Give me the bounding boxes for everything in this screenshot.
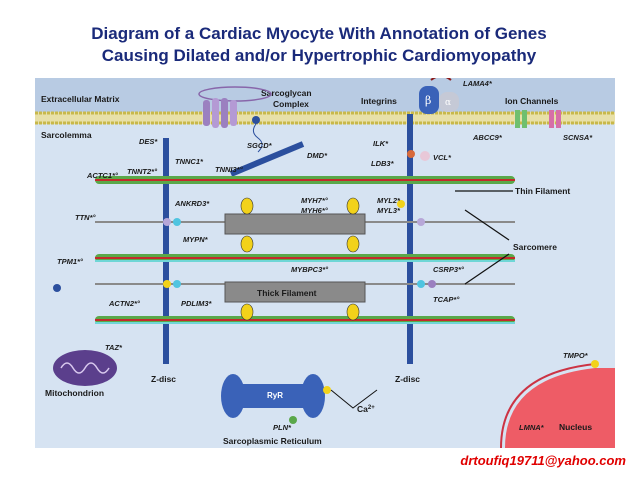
dystrophin-link [252,123,263,153]
sarcomere-label: Sarcomere [513,242,557,252]
gene-label-tnnt2: TNNT2*° [127,167,158,176]
gene-label-mybpc3: MYBPC3*° [291,265,329,274]
gene-label-des: DES* [139,137,158,146]
sarcoglycan-complex [198,86,272,128]
complex-label: Complex [273,99,309,109]
gene-label-actc1: ACTC1*° [86,171,119,180]
sarcomere-arrow-up [464,209,510,241]
ca2-arrow [330,389,378,409]
sarcoplasmic-reticulum-shape: RyR [221,374,331,424]
gene-label-tmpo: TMPO* [563,351,589,360]
gene-label-myh7: MYH7*° [301,196,329,205]
gene-label-tpm1: TPM1*° [57,257,84,266]
gene-label-ankrd3: ANKRD3* [174,199,210,208]
thick-filament-lower [224,281,366,303]
sarcolemma-label: Sarcolemma [41,130,92,140]
beta-subunit-label: β [425,94,431,107]
gene-label-csrp3: CSRP3*° [433,265,465,274]
gene-label-abcc9: ABCC9* [472,133,503,142]
gene-label-dmd: DMD* [307,151,328,160]
gene-label-ldb3: LDB3* [371,159,395,168]
extracellular-matrix-label: Extracellular Matrix [41,94,120,104]
gene-label-tnnc1: TNNC1* [175,157,204,166]
nucleus-shape [505,368,615,448]
ion-channels-label: Ion Channels [505,96,559,106]
ca2-superscript: 2+ [368,405,375,411]
nuclear-envelope [500,363,596,448]
gene-label-tnni3: TNNI3*° [215,165,244,174]
sarcomere-arrow-down [464,253,510,285]
dystrophin-bar [229,141,305,177]
ca2-label: Ca2+ [357,404,375,414]
gene-label-pln: PLN* [273,423,292,432]
gene-label-lama4: LAMA4* [463,79,493,88]
mitochondrion-label: Mitochondrion [45,388,104,398]
integrins-label: Integrins [361,96,397,106]
protein-dots [53,150,436,292]
gene-label-myh6: MYH6*° [301,206,329,215]
watermark-email: drtoufiq19711@yahoo.com [460,453,626,468]
gene-label-tcap: TCAP*° [433,295,460,304]
thin-filaments [95,176,515,324]
integrin-complex: β α [419,78,459,114]
sarcoplasmic-reticulum-label: Sarcoplasmic Reticulum [223,436,322,446]
cell-interior [35,78,615,448]
tmpo-marker [591,360,599,368]
gene-label-pdlim3: PDLIM3* [181,299,213,308]
thick-filament-upper [224,213,366,235]
thick-filament-label: Thick Filament [257,288,317,298]
z-disc-right-line [407,114,413,364]
gene-label-mypn: MYPN* [183,235,209,244]
diagram-title-line1: Diagram of a Cardiac Myocyte With Annota… [91,24,547,43]
mitochondrion-cristae [60,362,110,374]
alpha-subunit-label: α [445,98,451,108]
z-disc-left-line [163,138,169,364]
extracellular-matrix-band [35,78,615,114]
gene-label-sgcd: SGCD* [247,141,273,150]
sarcoglycan-label: Sarcoglycan [261,88,312,98]
gene-label-scn5a: SCNSA* [563,133,593,142]
ca2-base: Ca [357,404,368,414]
cardiac-myocyte-diagram: Extracellular Matrix Sarcolemma Sarcogly… [35,78,615,448]
z-disc-left-label: Z-disc [151,374,176,384]
sarcolemma-membrane [35,111,615,125]
nucleus-label: Nucleus [559,422,592,432]
gene-label-myl2: MYL2* [377,196,401,205]
myosin-heads [240,197,360,321]
diagram-title-line2: Causing Dilated and/or Hypertrophic Card… [101,46,537,65]
gene-label-taz: TAZ* [105,343,123,352]
gene-label-lmna: LMNA* [519,423,545,432]
gene-label-actn2: ACTN2*° [108,299,141,308]
gene-label-ilk: ILK* [373,139,389,148]
ryr-label: RyR [267,391,283,400]
gene-label-ttn: TTN*° [75,213,96,222]
gene-label-vcl: VCL* [433,153,452,162]
ion-channels [515,110,561,128]
thin-filament-label: Thin Filament [515,186,570,196]
gene-label-myl3: MYL3* [377,206,401,215]
z-disc-right-label: Z-disc [395,374,420,384]
